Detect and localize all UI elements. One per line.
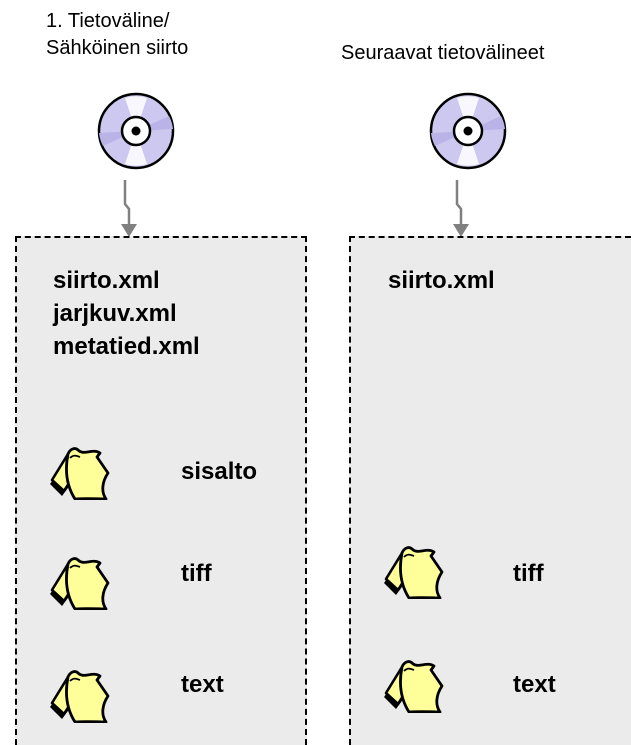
folder-icon	[49, 667, 113, 723]
cd-disc-icon	[428, 91, 508, 171]
right-column-label: Seuraavat tietovälineet	[341, 42, 545, 64]
right-media-panel: siirto.xml tiff text	[349, 236, 631, 745]
file-list: siirto.xml jarjkuv.xml metatied.xml	[53, 264, 200, 363]
left-label-line-1: 1. Tietoväline/	[46, 10, 170, 32]
folder-icon	[49, 554, 113, 610]
left-label-line-2: Sähköinen siirto	[46, 37, 189, 59]
folder-icon	[49, 444, 113, 500]
file-list: siirto.xml	[388, 264, 495, 297]
folder-icon	[383, 543, 447, 599]
folder-label: tiff	[513, 560, 544, 587]
folder-label: sisalto	[181, 458, 258, 485]
folder-label: text	[513, 671, 556, 698]
file-name: siirto.xml	[53, 267, 160, 294]
folder-label: tiff	[181, 560, 212, 587]
folder-label: text	[181, 671, 224, 698]
file-name: jarjkuv.xml	[53, 300, 177, 327]
left-media-panel: siirto.xml jarjkuv.xml metatied.xml sisa…	[15, 236, 307, 745]
left-column-label: 1. Tietoväline/ Sähköinen siirto	[46, 8, 188, 62]
folder-icon	[383, 657, 447, 713]
connector-arrow	[453, 180, 469, 237]
connector-arrow	[121, 180, 137, 237]
file-name: siirto.xml	[388, 267, 495, 294]
cd-disc-icon	[96, 91, 176, 171]
file-name: metatied.xml	[53, 333, 200, 360]
